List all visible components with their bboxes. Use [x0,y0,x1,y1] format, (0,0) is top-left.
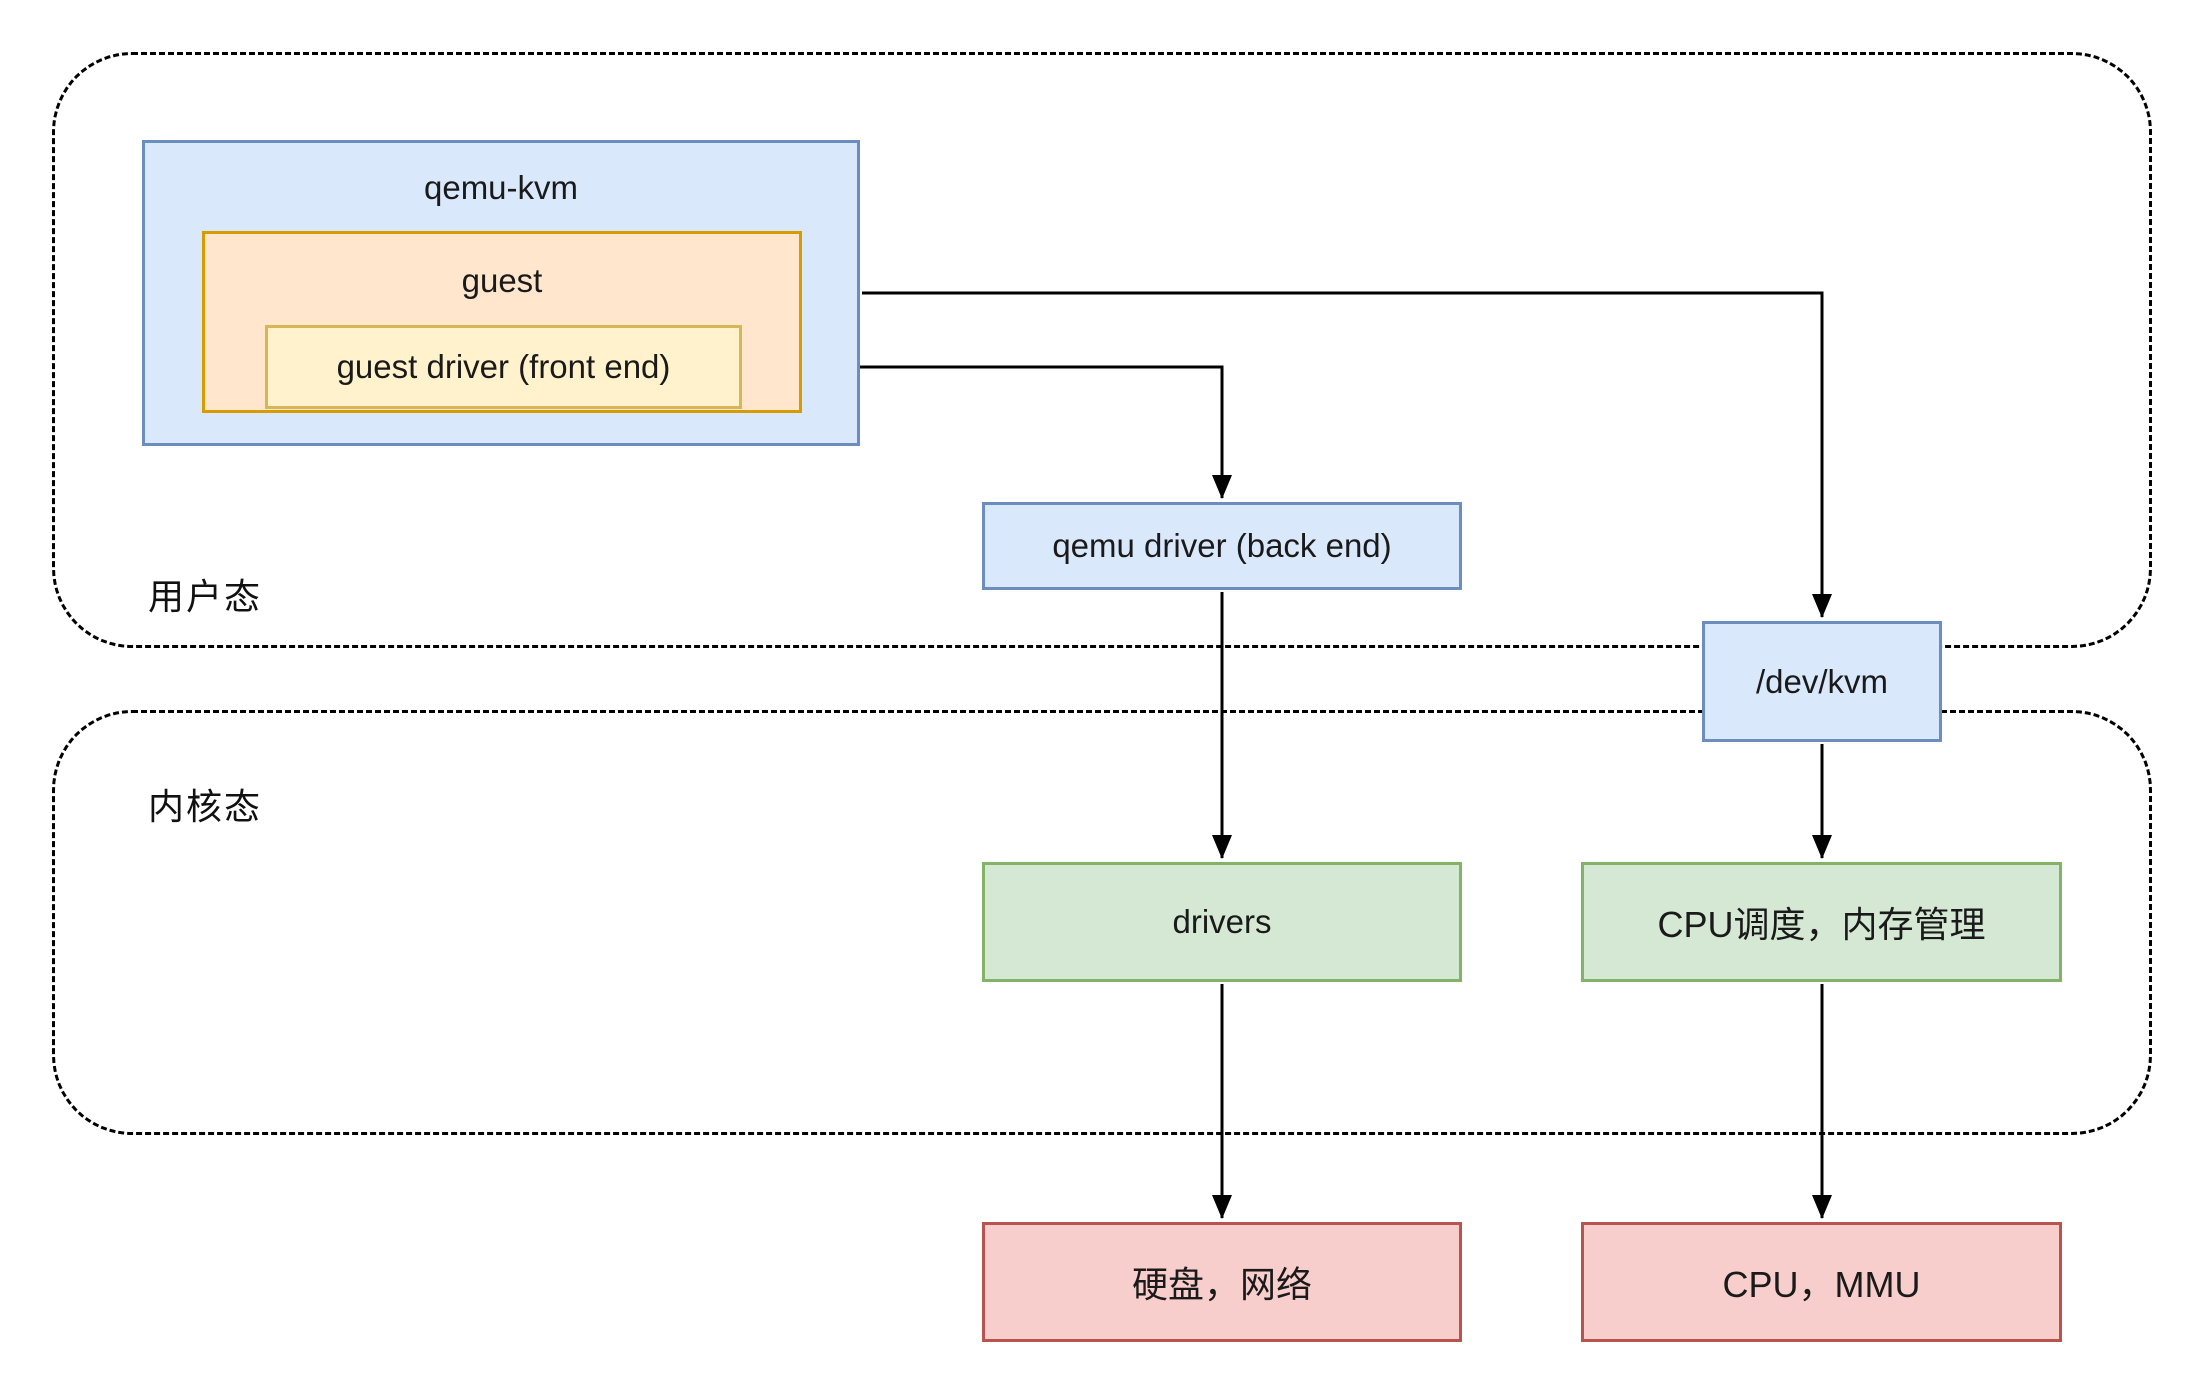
node-qemu-driver-label: qemu driver (back end) [1052,527,1392,564]
node-qemu-kvm-label: qemu-kvm [423,169,579,206]
edge-guestdriver-to-qemudriver [745,365,1232,499]
node-cpu-sched: CPU调度，内存管理 [1581,862,2062,982]
kernel-mode-region [52,710,2152,1135]
node-drivers-label: drivers [1172,903,1272,940]
user-mode-label: 用户态 [148,577,263,617]
node-guest-driver: guest driver (front end) [265,325,742,409]
node-guest-label: guest [461,262,543,299]
kernel-mode-label: 内核态 [148,787,263,827]
node-drivers: drivers [982,862,1462,982]
node-cpu-mmu: CPU，MMU [1581,1222,2062,1342]
node-disk-net-label: 硬盘，网络 [1131,1264,1312,1305]
node-qemu-driver: qemu driver (back end) [982,502,1462,590]
node-disk-net: 硬盘，网络 [982,1222,1462,1342]
user-mode-region [52,52,2152,648]
node-dev-kvm: /dev/kvm [1702,621,1942,742]
node-dev-kvm-label: /dev/kvm [1755,662,1889,700]
node-cpu-sched-label: CPU调度，内存管理 [1657,904,1986,945]
node-cpu-mmu-label: CPU，MMU [1722,1264,1921,1305]
edge-qemukvm-to-devkvm [862,291,1832,618]
node-guest-driver-label: guest driver (front end) [336,348,671,385]
